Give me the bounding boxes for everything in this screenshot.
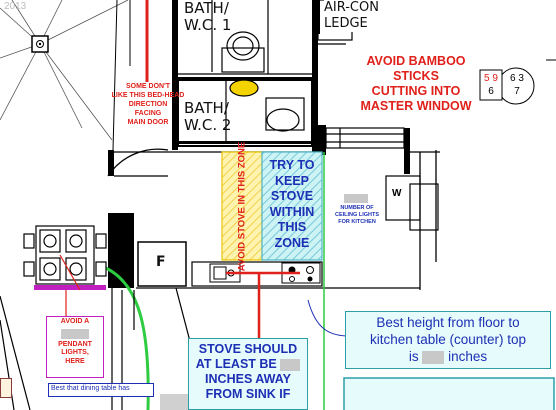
avoid-stove-label: AVOID STOVE IN THIS ZONE bbox=[222, 141, 262, 271]
bamboo-line1: AVOID BAMBOO bbox=[366, 54, 466, 68]
bath-wc-1-label: BATH/ W.C. 1 bbox=[184, 0, 231, 34]
dining-table bbox=[23, 225, 107, 285]
keep-stove-note: TRY TO KEEP STOVE WITHIN THIS ZONE bbox=[262, 158, 322, 251]
keep-stove-zone bbox=[261, 151, 323, 261]
bed-head-line3: DIRECTION bbox=[128, 101, 168, 108]
best-height-line2: kitchen table (counter) top bbox=[369, 332, 527, 347]
stove-away-line2: AT LEAST BE bbox=[195, 357, 277, 371]
bagua-left-b: 9 bbox=[492, 73, 498, 84]
bed-head-line5: MAIN DOOR bbox=[127, 119, 169, 126]
kitchen-counters bbox=[191, 175, 439, 287]
bath-wc-2-label: BATH/ W.C. 2 bbox=[184, 100, 231, 134]
bottom-right-box bbox=[343, 377, 555, 410]
avoid-pendant-note: AVOID A PENDANT LIGHTS, HERE bbox=[46, 316, 104, 378]
stove-away-line3: INCHES AWAY bbox=[205, 372, 291, 386]
bath-wc-1-line1: BATH/ bbox=[184, 0, 229, 17]
bottom-left-marker bbox=[0, 378, 12, 398]
bagua-circles bbox=[479, 59, 556, 105]
bath-wc-1-line2: W.C. 1 bbox=[184, 16, 232, 34]
best-height-blank bbox=[422, 350, 445, 364]
best-height-is: is bbox=[408, 349, 419, 364]
bed-head-line2: LIKE THIS BED-HEAD bbox=[111, 92, 185, 99]
bamboo-line2: STICKS bbox=[393, 69, 439, 83]
year-label: 2013 bbox=[4, 1, 27, 12]
bagua-right-bottom: 7 bbox=[514, 86, 520, 97]
best-height-line1: Best height from floor to bbox=[376, 315, 520, 330]
bed-head-note: SOME DON'T LIKE THIS BED-HEAD DIRECTION … bbox=[106, 82, 190, 127]
avoid-pendant-prefix: AVOID A bbox=[60, 318, 90, 325]
bamboo-line4: MASTER WINDOW bbox=[360, 99, 472, 113]
keep-stove-line6: ZONE bbox=[274, 235, 310, 250]
best-height-box: Best height from floor to kitchen table … bbox=[345, 311, 551, 369]
bed-head-line1: SOME DON'T bbox=[125, 83, 171, 90]
best-height-line3: is inches bbox=[346, 348, 550, 365]
kitchen-outline bbox=[107, 148, 440, 290]
walls bbox=[108, 0, 410, 288]
avoid-pendant-line3: HERE bbox=[65, 357, 85, 365]
bed-head-line4: FACING bbox=[134, 110, 162, 117]
ceiling-lights-line1: NUMBER OF bbox=[340, 205, 374, 211]
master-window bbox=[325, 127, 405, 149]
ceiling-lights-line2: CEILING LIGHTS bbox=[335, 212, 379, 218]
bamboo-line3: CUTTING INTO bbox=[371, 84, 461, 98]
stove-away-line2-wrap: AT LEAST BE bbox=[189, 357, 307, 372]
best-height-unit: inches bbox=[448, 349, 488, 364]
bamboo-note: AVOID BAMBOO STICKS CUTTING INTO MASTER … bbox=[350, 54, 482, 114]
bagua-right-b: 3 bbox=[518, 73, 524, 84]
stove-away-note: STOVE SHOULD AT LEAST BE INCHES AWAY FRO… bbox=[188, 338, 308, 410]
ceiling-lights-blank bbox=[344, 194, 368, 203]
aircon-line2: LEDGE bbox=[324, 16, 368, 31]
keep-stove-line2: KEEP bbox=[274, 173, 310, 188]
bagua-left-a: 5 bbox=[484, 73, 490, 84]
washer-label: W bbox=[392, 188, 402, 199]
bedroom-lines bbox=[112, 0, 147, 151]
avoid-pendant-line1: PENDANT bbox=[58, 340, 92, 348]
dining-table-note: Best that dining table has bbox=[48, 383, 154, 397]
pendant-pointer bbox=[59, 254, 81, 291]
ceiling-lights-note: NUMBER OF CEILING LIGHTS FOR KITCHEN bbox=[328, 205, 386, 226]
stove-distance-lines bbox=[226, 271, 300, 342]
stove-away-blank bbox=[280, 358, 301, 371]
pendant-light-bar bbox=[34, 285, 106, 290]
keep-stove-line5: THIS bbox=[277, 220, 307, 234]
avoid-pendant-blank bbox=[61, 328, 89, 339]
bagua-left-bottom: 6 bbox=[488, 86, 494, 97]
fridge bbox=[137, 241, 187, 287]
aircon-line1: AIR-CON bbox=[324, 0, 379, 15]
bagua-right-box: 6 3 7 bbox=[506, 72, 528, 98]
stove-away-line1: STOVE SHOULD bbox=[198, 342, 298, 356]
bath-wc-2-fixtures bbox=[225, 79, 305, 141]
bagua-right-a: 6 bbox=[510, 73, 516, 84]
keep-stove-line4: WITHIN bbox=[269, 204, 315, 219]
stove-away-line4: FROM SINK IF bbox=[205, 387, 291, 401]
blue-callout-curve bbox=[307, 299, 347, 337]
keep-stove-line1: TRY TO bbox=[269, 158, 315, 172]
bath-wc-2-line2: W.C. 2 bbox=[184, 116, 232, 134]
avoid-pendant-line2: LIGHTS, bbox=[61, 349, 89, 356]
fridge-label: F bbox=[156, 254, 166, 270]
bath-wc-2-line1: BATH/ bbox=[184, 99, 229, 117]
aircon-ledge-label: AIR-CON LEDGE bbox=[324, 0, 381, 32]
keep-stove-line3: STOVE bbox=[270, 189, 314, 203]
bagua-left-box: 5 9 6 bbox=[480, 72, 502, 98]
ceiling-lights-line3: FOR KITCHEN bbox=[338, 219, 376, 225]
ceiling-light-fixture bbox=[0, 0, 129, 141]
avoid-stove-text: AVOID STOVE IN THIS ZONE bbox=[236, 141, 248, 271]
